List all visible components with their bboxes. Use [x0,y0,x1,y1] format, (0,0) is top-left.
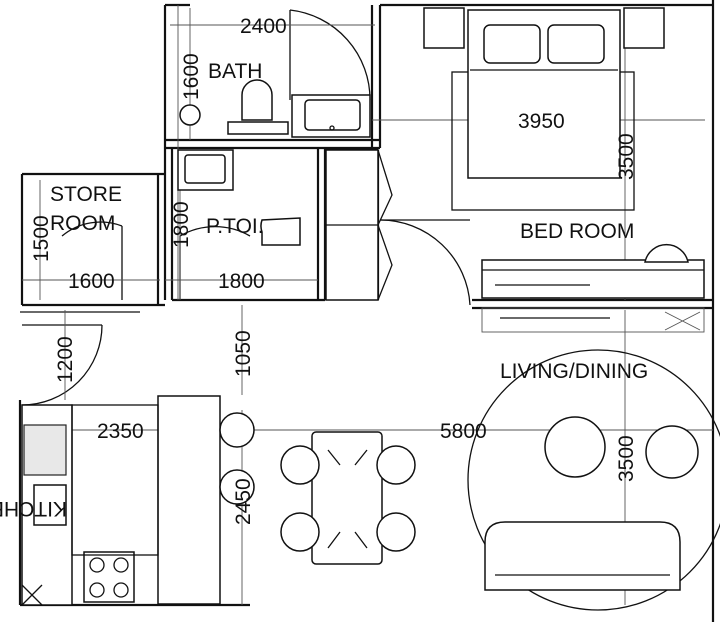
bedroom-label: BED ROOM [520,220,634,243]
coffee-table [544,416,606,478]
dining-chair-2 [280,512,320,552]
kitchen-fridge [23,424,67,476]
bed-pillow-left [483,24,541,64]
nightstand-left [423,7,465,49]
bedroom-chair [644,243,689,263]
dim-bed-width: 3950 [518,110,565,133]
dim-bed-height: 3500 [615,133,638,180]
armchair [645,425,699,479]
bath-door-swing [289,9,371,101]
bar-stool-1 [219,412,255,448]
ptoi-toilet [260,217,301,246]
ptoi-fixtures [177,149,301,246]
kitchen-label: KITCHEN [0,497,67,520]
bath-label: BATH [208,60,262,83]
ptoi-label: P.TOI. [206,215,264,238]
dining-chair-3 [376,445,416,485]
bar-stool-2 [219,469,255,505]
room-labels: BATH STORE ROOM P.TOI. BED ROOM LIVING/D… [0,60,648,520]
dim-kitchen-height: 2450 [232,478,255,525]
dim-corridor-height: 1200 [54,336,77,383]
wardrobe [325,149,393,301]
nightstand-right [623,7,665,49]
bed-pillow-right [547,24,605,64]
sofa [484,521,681,591]
dim-ptoi-width: 1800 [218,270,265,293]
dim-passage-height: 1050 [232,330,255,377]
walls [18,0,715,622]
dim-living-width: 5800 [440,420,487,443]
kitchen-floor-area [71,404,159,556]
dim-store-width: 1600 [68,270,115,293]
doors [21,9,471,406]
store-label-line2: ROOM [50,212,115,235]
dim-ptoi-height: 1800 [170,201,193,248]
bath-fixtures [179,79,371,138]
living-round-rug [467,349,720,611]
bedroom-door-swing [379,219,471,306]
dim-bath-width: 2400 [240,15,287,38]
tv-console [481,259,705,299]
ptoi-sink [184,154,226,184]
bedroom-furniture [423,7,705,333]
entry-door-swing [21,324,103,406]
store-label-line1: STORE [50,183,122,206]
dimension-labels: 2400 1600 3950 3500 1500 1600 1800 1800 … [30,15,638,525]
bath-shelf [227,121,289,135]
dim-kitchen-width: 2350 [97,420,144,443]
dining-table [311,431,383,565]
dining-chair-4 [376,512,416,552]
dim-bath-height: 1600 [180,53,203,100]
living-tv-shelf [481,307,705,333]
store-door-swing [61,221,123,237]
dining-chair-1 [280,445,320,485]
dim-living-height: 3500 [615,435,638,482]
kitchen-island [157,395,221,605]
dim-store-height: 1500 [30,215,53,262]
kitchen-sink [33,484,67,526]
living-label: LIVING/DINING [500,360,648,383]
kitchen-furniture [21,395,255,606]
ptoi-door-swing [179,226,251,237]
living-furniture [280,349,720,611]
bath-toilet [241,79,273,121]
bath-shower-head [179,104,201,126]
